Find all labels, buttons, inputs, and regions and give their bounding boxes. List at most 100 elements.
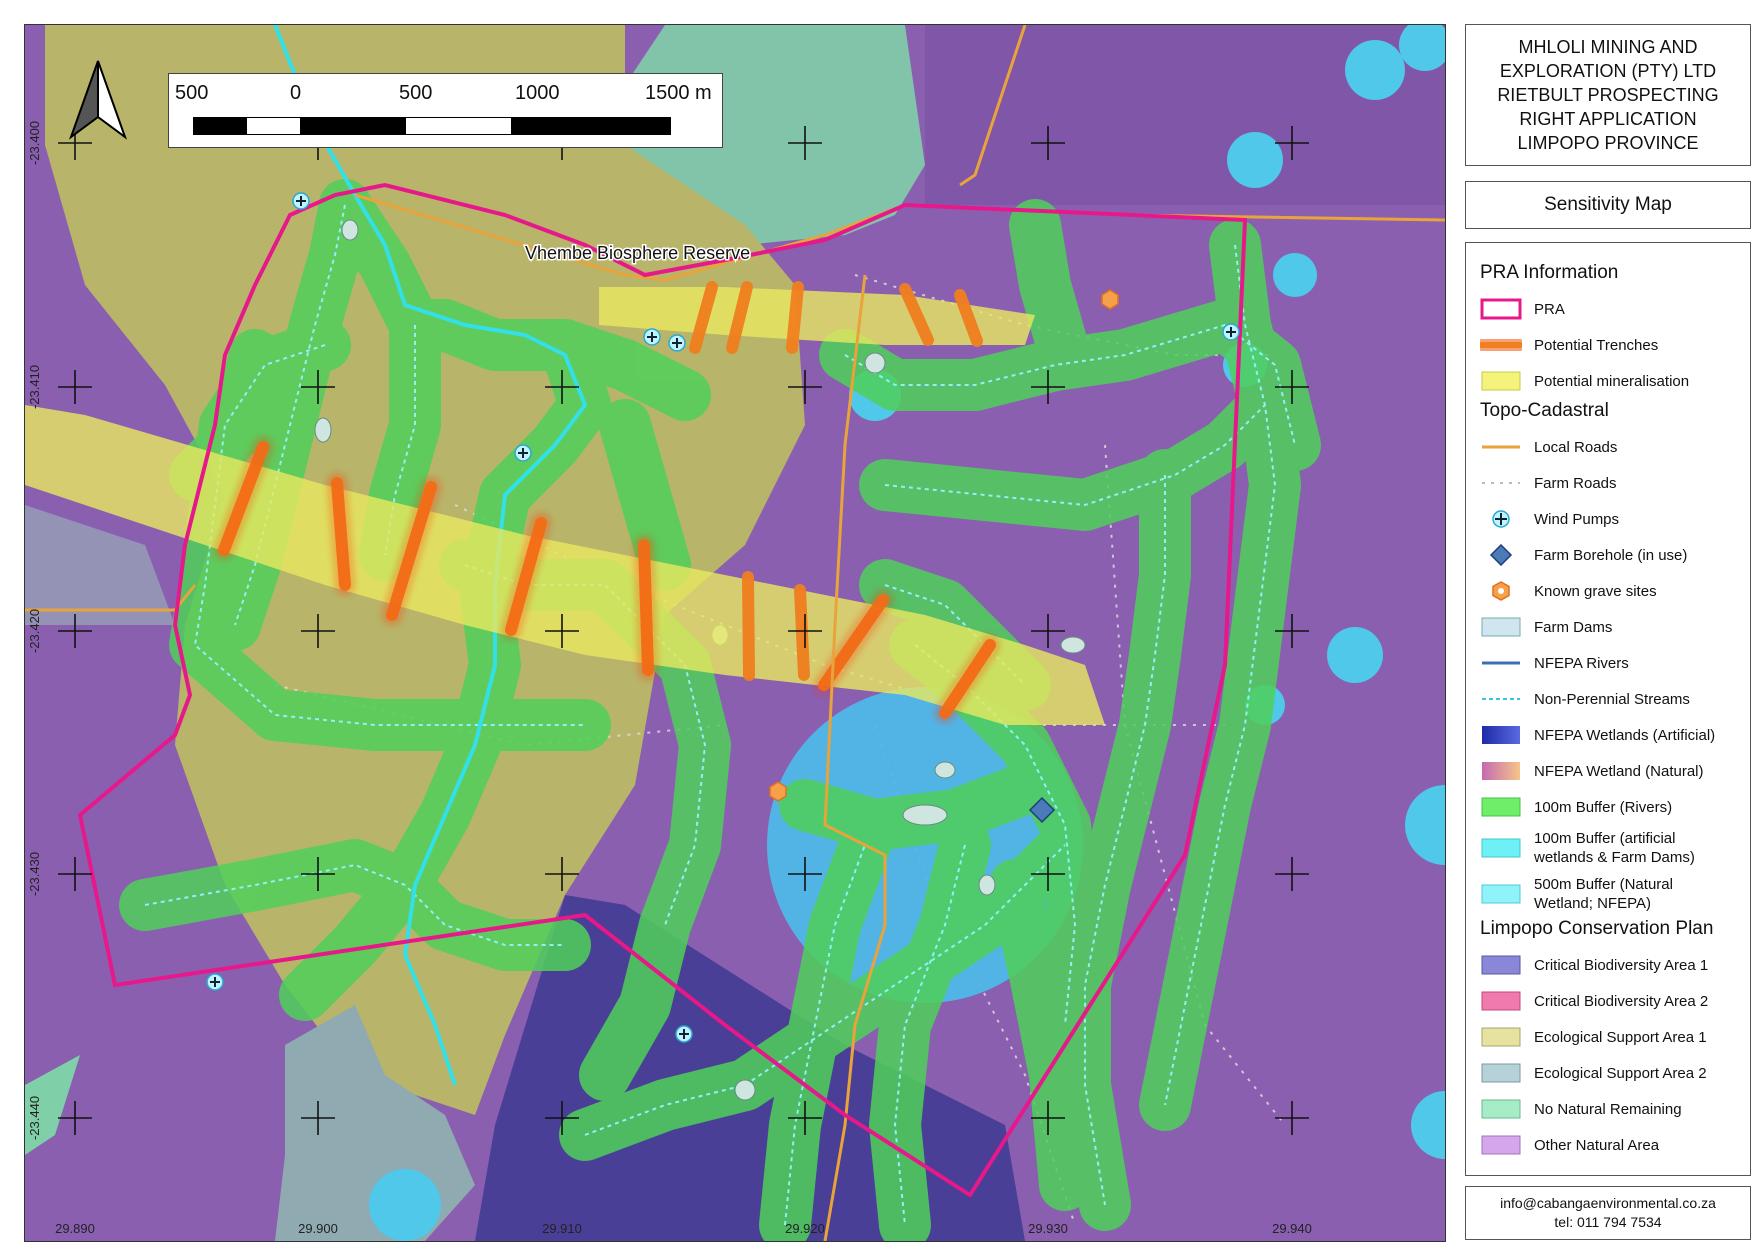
legend-label: 100m Buffer (Rivers) <box>1534 798 1673 816</box>
wetland-artificial-swatch-icon <box>1480 724 1522 746</box>
contact-tel: tel: 011 794 7534 <box>1554 1214 1662 1230</box>
longitude-label: 29.910 <box>542 1221 582 1236</box>
esa2-swatch-icon <box>1480 1062 1522 1084</box>
longitude-label: 29.900 <box>298 1221 338 1236</box>
legend-label: Local Roads <box>1534 438 1618 456</box>
grave-site-icon <box>1101 289 1119 310</box>
latitude-label: -23.420 <box>27 609 42 653</box>
map-canvas[interactable]: Vhembe Biosphere Reserve -23.400-23.410-… <box>25 25 1445 1241</box>
legend-label: Potential Trenches <box>1534 336 1659 354</box>
dam-buffers <box>369 25 1445 1241</box>
legend-label: Farm Borehole (in use) <box>1534 546 1688 564</box>
other-natural-swatch-icon <box>1480 1134 1522 1156</box>
grid-cross <box>1275 370 1309 404</box>
grid-cross <box>58 614 92 648</box>
latitude-label: -23.400 <box>27 121 42 165</box>
legend-item-esa2: Ecological Support Area 2 <box>1480 1055 1742 1091</box>
longitude-label: 29.930 <box>1028 1221 1068 1236</box>
north-arrow-icon <box>68 60 128 140</box>
scale-label-500-left: 500 <box>175 82 209 104</box>
natural-buffer-swatch-icon <box>1480 883 1522 905</box>
grid-cross <box>788 370 822 404</box>
legend-item-streams: Non-Perennial Streams <box>1480 681 1742 717</box>
grid-cross <box>1275 1101 1309 1135</box>
area-label-vhembe: Vhembe Biosphere Reserve <box>525 243 750 263</box>
grid-cross <box>788 126 822 160</box>
grid-cross <box>301 1101 335 1135</box>
grid-cross <box>1031 857 1065 891</box>
legend-item-wind-pumps: Wind Pumps <box>1480 501 1742 537</box>
latitude-label: -23.440 <box>27 1096 42 1140</box>
grid-cross <box>1031 614 1065 648</box>
legend-group-pra: PRA Information <box>1480 262 1619 283</box>
legend-label: Critical Biodiversity Area 2 <box>1534 992 1709 1010</box>
map-title: MHLOLI MINING AND EXPLORATION (PTY) LTD … <box>1497 35 1718 155</box>
grid-cross <box>545 1101 579 1135</box>
legend-label: Non-Perennial Streams <box>1534 690 1690 708</box>
latitude-label: -23.410 <box>27 365 42 409</box>
legend-label: Wind Pumps <box>1534 510 1620 528</box>
scale-label-500: 500 <box>399 82 433 104</box>
legend-label-line: 500m Buffer (Natural <box>1534 876 1673 893</box>
grid-cross <box>1275 857 1309 891</box>
cba1-swatch-icon <box>1480 954 1522 976</box>
scale-label-1000: 1000 <box>515 82 560 104</box>
map-frame[interactable]: Vhembe Biosphere Reserve -23.400-23.410-… <box>24 24 1446 1242</box>
legend-item-wetland-natural: NFEPA Wetland (Natural) <box>1480 753 1742 789</box>
wind-pump-icon <box>1480 508 1522 530</box>
farm-borehole-icon <box>1028 796 1056 824</box>
trench-swatch-icon <box>1480 334 1522 356</box>
latitude-labels: -23.400 -23.410 -23.420 -23.430 -23.440 <box>27 121 42 1140</box>
latitude-label: -23.430 <box>27 852 42 896</box>
grid-cross <box>58 1101 92 1135</box>
cba2-swatch-icon <box>1480 990 1522 1012</box>
legend-label: Farm Roads <box>1534 474 1617 492</box>
esa1-swatch-icon <box>1480 1026 1522 1048</box>
legend-group-topo: Topo-Cadastral <box>1480 400 1609 421</box>
grid-cross <box>788 1101 822 1135</box>
esa2-area-nw <box>25 505 175 625</box>
contact-email[interactable]: info@cabangaenvironmental.co.za <box>1500 1195 1716 1211</box>
pra-boundary[interactable] <box>77 182 1248 1198</box>
legend-item-buffer-rivers: 100m Buffer (Rivers) <box>1480 789 1742 825</box>
scale-bar-segments <box>193 117 671 135</box>
longitude-label: 29.920 <box>785 1221 825 1236</box>
wind-pump-icon <box>668 334 686 352</box>
legend-label: PRA <box>1534 300 1565 318</box>
grid-cross <box>545 614 579 648</box>
title-line: LIMPOPO PROVINCE <box>1517 133 1699 153</box>
wind-pumps <box>206 192 1240 1043</box>
farm-road-swatch-icon <box>1480 472 1522 494</box>
no-natural-remaining-sw <box>25 1055 80 1155</box>
scale-label-1500m: 1500 m <box>645 82 712 104</box>
legend-group-lcp: Limpopo Conservation Plan <box>1480 918 1714 939</box>
legend-label: NFEPA Wetlands (Artificial) <box>1534 726 1716 744</box>
no-natural-swatch-icon <box>1480 1098 1522 1120</box>
legend-label: Other Natural Area <box>1534 1136 1660 1154</box>
title-line: RIGHT APPLICATION <box>1519 109 1697 129</box>
grid-cross <box>788 857 822 891</box>
grid-cross <box>545 857 579 891</box>
grid-cross <box>58 857 92 891</box>
legend-label: No Natural Remaining <box>1534 1100 1682 1118</box>
river-buffer-swatch-icon <box>1480 796 1522 818</box>
pra-swatch-icon <box>1480 298 1522 320</box>
grave-site-icon <box>1480 580 1522 602</box>
legend-item-farm-dams: Farm Dams <box>1480 609 1742 645</box>
title-line: RIETBULT PROSPECTING <box>1497 85 1719 105</box>
grid-cross <box>58 370 92 404</box>
legend-label: Ecological Support Area 1 <box>1534 1028 1707 1046</box>
legend-label: NFEPA Rivers <box>1534 654 1629 672</box>
artificial-buffer-swatch-icon <box>1480 837 1522 859</box>
grid-cross <box>788 614 822 648</box>
legend-label-line: 100m Buffer (artificial <box>1534 830 1676 847</box>
wind-pump-icon <box>1222 323 1240 341</box>
nfepa-river <box>273 25 588 1086</box>
grid-cross <box>1031 126 1065 160</box>
legend-item-farm-borehole: Farm Borehole (in use) <box>1480 537 1742 573</box>
grid-cross <box>301 857 335 891</box>
